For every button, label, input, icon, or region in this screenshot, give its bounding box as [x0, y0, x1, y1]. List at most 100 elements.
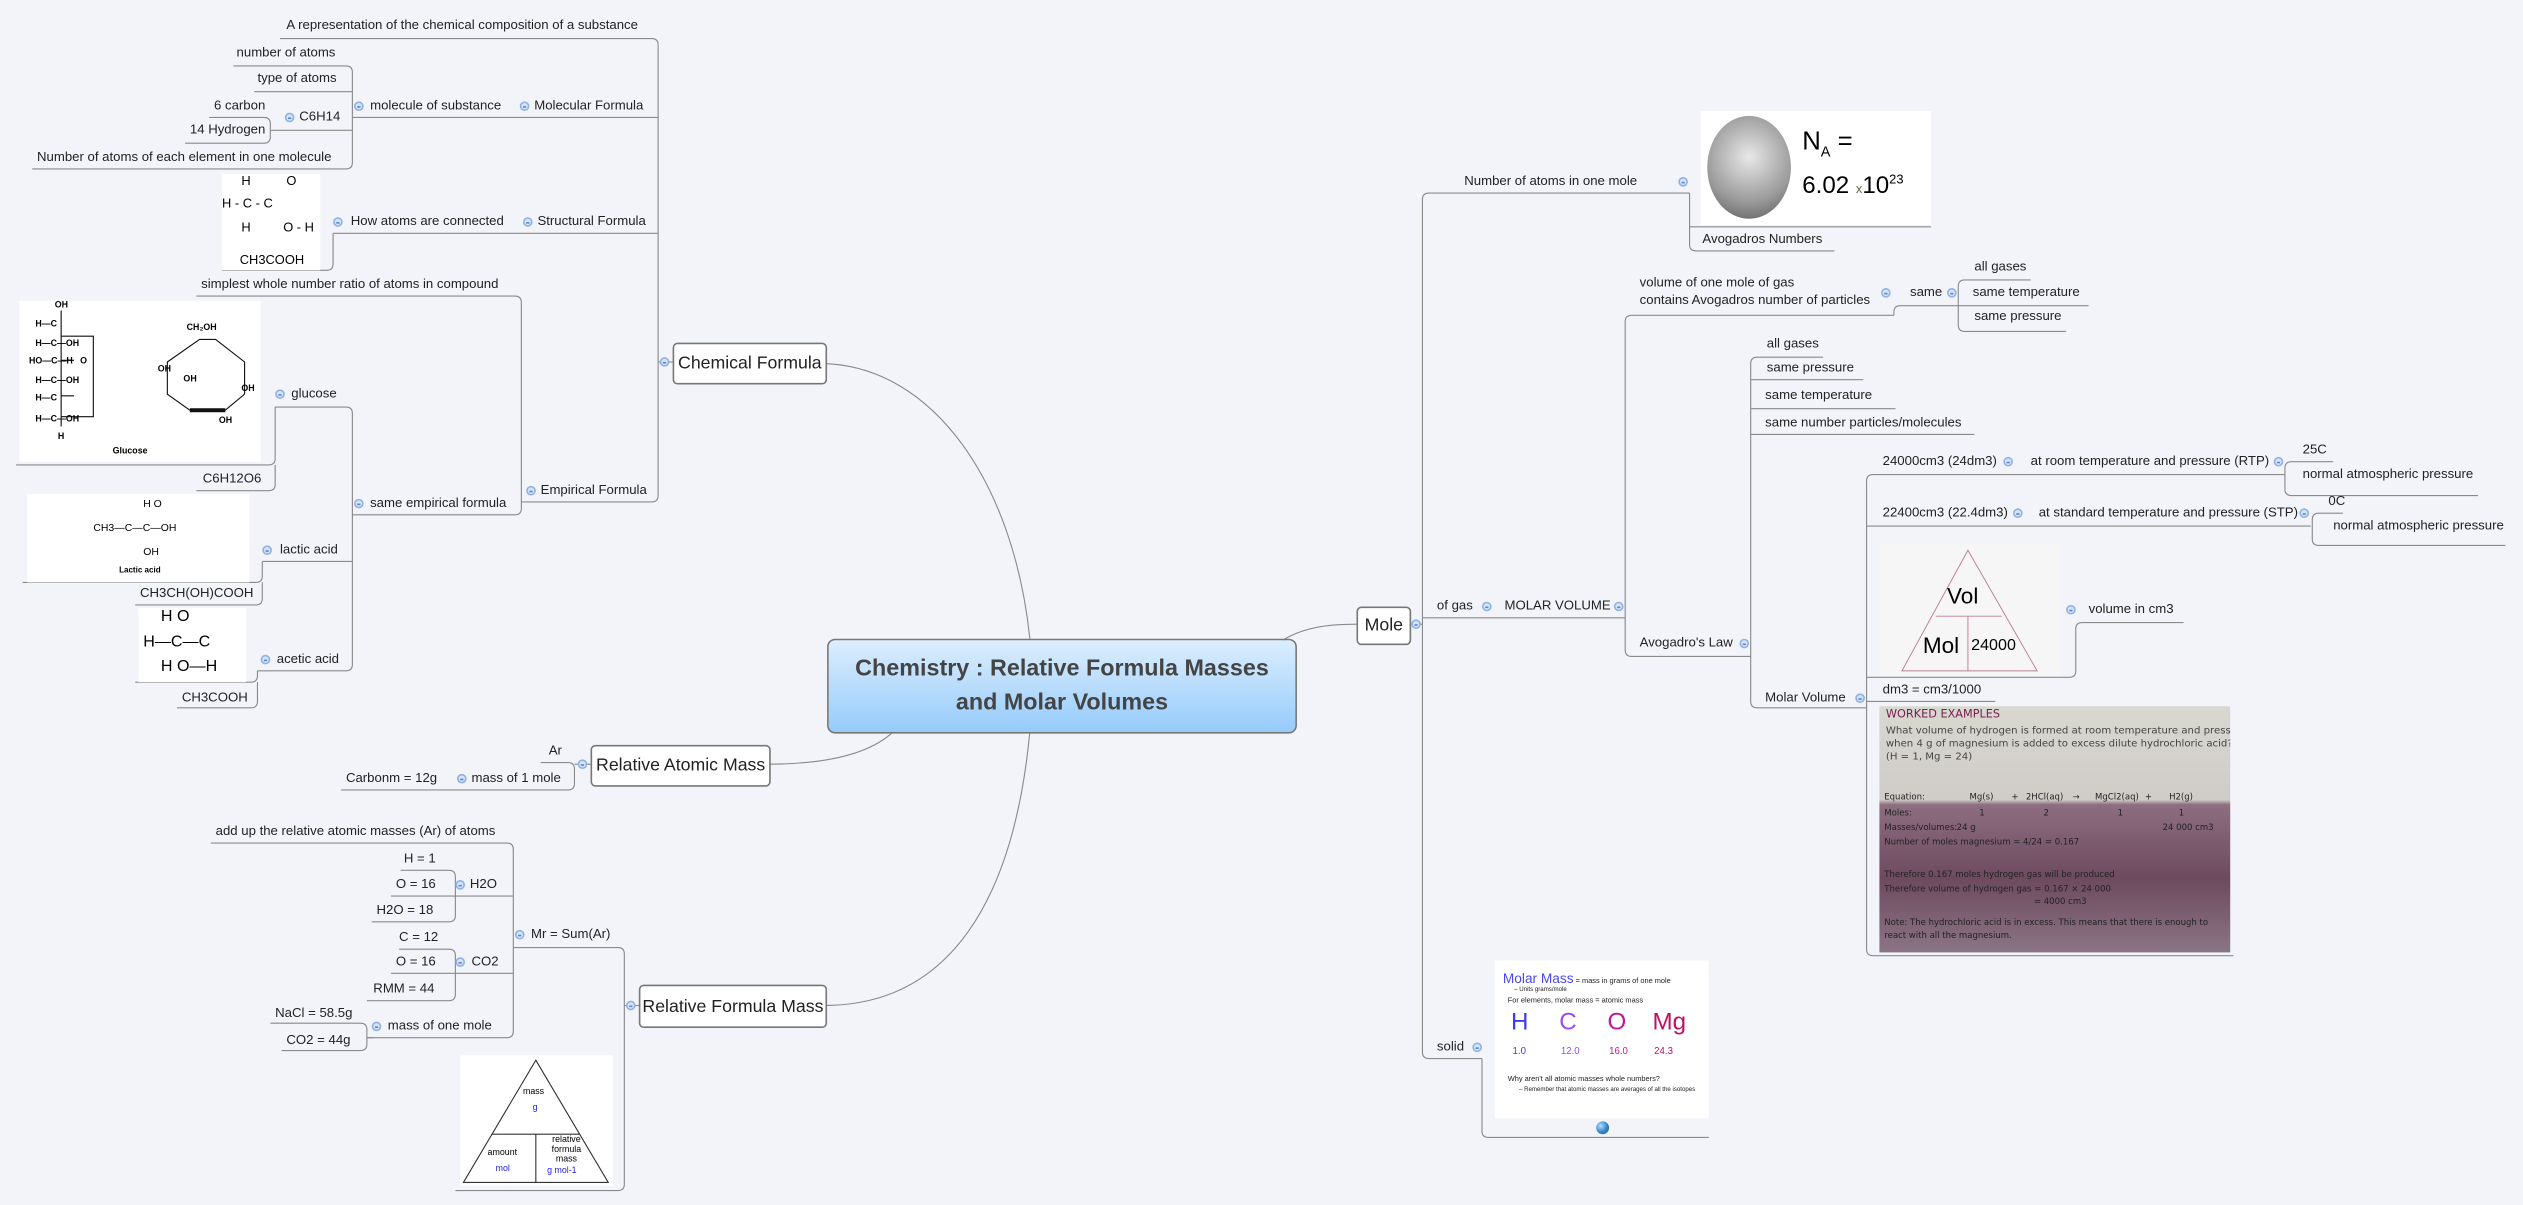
collapse-toggle-icon[interactable] — [354, 101, 364, 112]
list-item[interactable]: same pressure — [1974, 308, 2062, 324]
list-item[interactable]: CH3COOH — [181, 690, 248, 705]
volume-in-cm3-node[interactable]: volume in cm3 — [2088, 601, 2174, 617]
lactic-acid-node[interactable]: lactic acid — [279, 542, 338, 557]
structural-formula-node[interactable]: Structural Formula — [537, 213, 646, 229]
list-item[interactable]: O = 16 — [395, 954, 436, 969]
number-of-atoms-node[interactable]: Number of atoms in one mole — [1464, 173, 1638, 189]
collapse-toggle-icon[interactable] — [1613, 601, 1624, 612]
list-item[interactable]: CO2 = 44g — [286, 1032, 351, 1048]
collapse-toggle-icon[interactable] — [455, 957, 466, 967]
topic-chemical-formula[interactable]: Chemical Formula — [672, 342, 828, 385]
list-item[interactable]: type of atoms — [257, 70, 337, 86]
volume-one-mole-node-line2[interactable]: contains Avogadros number of particles — [1639, 292, 1871, 308]
co2-node[interactable]: CO2 — [471, 954, 499, 969]
volume-one-mole-node-line1[interactable]: volume of one mole of gas — [1639, 275, 1795, 290]
list-item[interactable]: C6H12O6 — [202, 471, 262, 486]
collapse-toggle-icon[interactable] — [456, 773, 467, 784]
collapse-toggle-icon[interactable] — [526, 485, 536, 496]
collapse-toggle-icon[interactable] — [371, 1021, 382, 1032]
list-item[interactable]: all gases — [1766, 336, 1819, 351]
topic-relative-formula-mass[interactable]: Relative Formula Mass — [638, 984, 828, 1029]
list-item[interactable]: same temperature — [1972, 284, 2080, 300]
collapse-toggle-icon[interactable] — [2299, 508, 2310, 519]
collapse-toggle-icon[interactable] — [577, 759, 588, 770]
list-item[interactable]: number of atoms — [236, 45, 336, 60]
mr-node[interactable]: Mr = Sum(Ar) — [531, 926, 611, 942]
stp-node[interactable]: at standard temperature and pressure (ST… — [2038, 505, 2298, 520]
collapse-toggle-icon[interactable] — [514, 929, 525, 940]
definition-node[interactable]: simplest whole number ratio of atoms in … — [201, 276, 499, 292]
collapse-toggle-icon[interactable] — [1947, 287, 1957, 298]
list-item[interactable]: C = 12 — [399, 929, 439, 945]
c6h14-node[interactable]: C6H14 — [299, 109, 341, 124]
ar-node[interactable]: Ar — [548, 743, 562, 758]
collapse-toggle-icon[interactable] — [1739, 638, 1750, 649]
glucose-node[interactable]: glucose — [291, 386, 337, 401]
acetic-acid-node[interactable]: acetic acid — [276, 651, 340, 667]
collapse-toggle-icon[interactable] — [1411, 619, 1421, 630]
collapse-toggle-icon[interactable] — [275, 389, 285, 399]
carbon-mass-node[interactable]: Carbonm = 12g — [345, 770, 438, 786]
collapse-toggle-icon[interactable] — [1678, 176, 1688, 187]
list-item[interactable]: all gases — [1974, 259, 2027, 274]
avogadros-law-node[interactable]: Avogadro's Law — [1639, 635, 1733, 650]
same-node[interactable]: same — [1910, 284, 1943, 300]
h2o-node[interactable]: H2O — [469, 876, 497, 892]
collapse-toggle-icon[interactable] — [522, 217, 533, 227]
collapse-toggle-icon[interactable] — [1855, 693, 1865, 704]
collapse-toggle-icon[interactable] — [284, 112, 295, 123]
list-item[interactable]: RMM = 44 — [373, 981, 435, 996]
collapse-toggle-icon[interactable] — [2012, 508, 2023, 519]
avogadros-numbers-node[interactable]: Avogadros Numbers — [1702, 231, 1823, 247]
list-item[interactable]: same number particles/molecules — [1765, 415, 1962, 430]
list-item[interactable]: normal atmospheric pressure — [2302, 466, 2474, 482]
list-item[interactable]: 6 carbon — [214, 98, 266, 113]
collapse-toggle-icon[interactable] — [1881, 287, 1891, 298]
stp-value-node[interactable]: 22400cm3 (22.4dm3) — [1882, 505, 2008, 520]
collapse-toggle-icon[interactable] — [2066, 604, 2076, 615]
globe-icon[interactable] — [1596, 1121, 1610, 1135]
mass-of-one-mole-node[interactable]: mass of one mole — [387, 1018, 492, 1033]
collapse-toggle-icon[interactable] — [2003, 456, 2013, 467]
collapse-toggle-icon[interactable] — [2273, 456, 2284, 467]
topic-mole[interactable]: Mole — [1356, 606, 1412, 646]
collapse-toggle-icon[interactable] — [1472, 1042, 1482, 1053]
collapse-toggle-icon[interactable] — [625, 1000, 636, 1011]
list-item[interactable]: 25C — [2302, 442, 2327, 457]
molar-volume-sub-node[interactable]: Molar Volume — [1765, 690, 1846, 705]
collapse-toggle-icon[interactable] — [262, 545, 272, 556]
central-topic[interactable]: Chemistry : Relative Formula Masses and … — [827, 638, 1297, 734]
collapse-toggle-icon[interactable] — [260, 654, 271, 665]
list-item[interactable]: normal atmospheric pressure — [2333, 518, 2504, 533]
collapse-toggle-icon[interactable] — [333, 217, 343, 227]
collapse-toggle-icon[interactable] — [354, 498, 364, 509]
collapse-toggle-icon[interactable] — [455, 880, 466, 890]
same-empirical-formula-node[interactable]: same empirical formula — [370, 495, 507, 510]
list-item[interactable]: CH3CH(OH)COOH — [139, 585, 254, 601]
rtp-value-node[interactable]: 24000cm3 (24dm3) — [1882, 453, 1997, 469]
list-item[interactable]: NaCl = 58.5g — [275, 1005, 353, 1020]
definition-node[interactable]: A representation of the chemical composi… — [286, 17, 638, 33]
list-item[interactable]: H = 1 — [403, 851, 436, 866]
solid-node[interactable]: solid — [1436, 1039, 1465, 1054]
list-item[interactable]: H2O = 18 — [376, 902, 434, 918]
list-item[interactable]: add up the relative atomic masses (Ar) o… — [215, 823, 496, 839]
list-item[interactable]: 0C — [2328, 493, 2346, 509]
molecular-formula-node[interactable]: Molecular Formula — [534, 98, 644, 113]
list-item[interactable]: 14 Hydrogen — [189, 122, 266, 137]
list-item[interactable]: same pressure — [1766, 360, 1854, 375]
empirical-formula-node[interactable]: Empirical Formula — [540, 482, 647, 498]
list-item[interactable]: O = 16 — [395, 876, 436, 892]
collapse-toggle-icon[interactable] — [659, 357, 670, 367]
molecule-of-substance-node[interactable]: molecule of substance — [370, 98, 502, 113]
dm3-node[interactable]: dm3 = cm3/1000 — [1882, 682, 1982, 697]
list-item[interactable]: same temperature — [1765, 387, 1873, 403]
how-atoms-connected-node[interactable]: How atoms are connected — [350, 213, 504, 229]
collapse-toggle-icon[interactable] — [1481, 601, 1492, 612]
list-item[interactable]: Number of atoms of each element in one m… — [37, 149, 332, 165]
of-gas-node[interactable]: of gas — [1436, 598, 1473, 613]
mass-of-1-mole-node[interactable]: mass of 1 mole — [471, 770, 561, 786]
molar-volume-node[interactable]: MOLAR VOLUME — [1504, 598, 1611, 613]
topic-relative-atomic-mass[interactable]: Relative Atomic Mass — [590, 744, 771, 787]
